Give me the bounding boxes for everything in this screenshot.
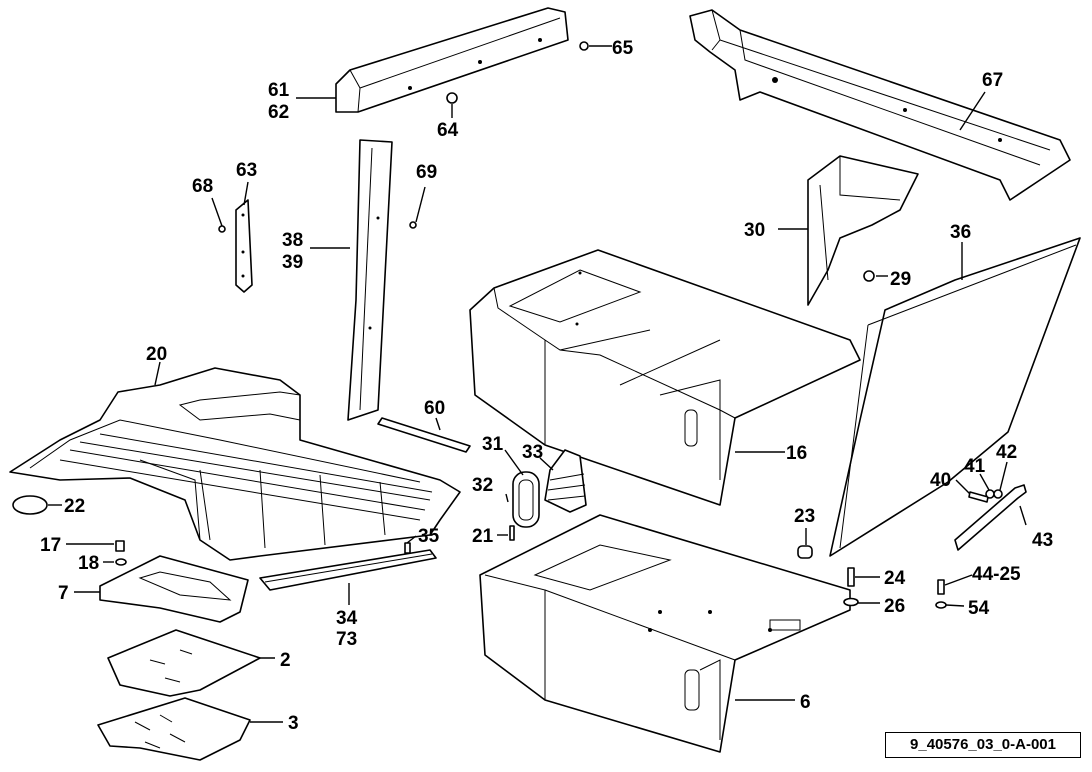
part-17-screw <box>115 540 125 552</box>
label-43: 43 <box>1032 530 1053 551</box>
part-33-boot <box>544 449 587 513</box>
part-54-washer <box>935 601 947 609</box>
part-18-washer <box>115 558 127 566</box>
part-labels: 61 62 65 64 67 68 63 69 38 39 30 29 36 2… <box>40 38 1053 734</box>
label-26: 26 <box>884 596 905 617</box>
label-23: 23 <box>794 506 815 527</box>
label-61: 61 <box>268 80 290 101</box>
part-30-bracket <box>807 155 919 306</box>
part-32-pin <box>505 493 509 503</box>
part-42-nut <box>993 489 1003 499</box>
part-3-pad <box>97 697 251 761</box>
part-41-nut <box>985 489 995 499</box>
label-18: 18 <box>78 553 99 574</box>
label-30: 30 <box>744 220 765 241</box>
label-21: 21 <box>472 526 494 547</box>
part-38-39-vertical-panel <box>347 139 393 421</box>
label-62: 62 <box>268 102 289 123</box>
label-3: 3 <box>288 713 299 734</box>
label-68: 68 <box>192 176 213 197</box>
label-65: 65 <box>612 38 634 59</box>
part-7-plate <box>99 555 249 623</box>
part-21-pin <box>509 525 515 541</box>
part-60-rod <box>377 417 471 453</box>
part-61-62-bracket <box>335 7 569 113</box>
label-2: 2 <box>280 650 291 671</box>
drawing-id-box: 9_40576_03_0-A-001 <box>885 732 1081 758</box>
label-29: 29 <box>890 269 911 290</box>
part-44-25-screw <box>937 579 945 595</box>
label-73: 73 <box>336 629 357 650</box>
label-16: 16 <box>786 443 807 464</box>
part-6-lower-tub <box>479 514 851 753</box>
label-33: 33 <box>522 442 543 463</box>
label-34: 34 <box>336 608 358 629</box>
part-64-screw <box>446 92 458 104</box>
label-35: 35 <box>418 526 440 547</box>
label-17: 17 <box>40 535 61 556</box>
label-41: 41 <box>964 456 986 477</box>
label-22: 22 <box>64 496 85 517</box>
label-38: 38 <box>282 230 303 251</box>
label-36: 36 <box>950 222 971 243</box>
label-40: 40 <box>930 470 951 491</box>
label-64: 64 <box>437 120 459 141</box>
label-54: 54 <box>968 598 990 619</box>
part-63-plate <box>235 199 253 293</box>
label-42: 42 <box>996 442 1017 463</box>
label-39: 39 <box>282 252 303 273</box>
part-34-73-strip <box>259 549 437 591</box>
part-31-ring <box>512 471 540 528</box>
part-69-screw <box>409 221 417 229</box>
label-7: 7 <box>58 583 69 604</box>
part-23-bumper <box>797 545 813 559</box>
part-40-screw <box>968 491 989 503</box>
part-68-screw <box>218 225 226 233</box>
label-20: 20 <box>146 344 167 365</box>
part-29-plug <box>863 270 875 282</box>
label-24: 24 <box>884 568 906 589</box>
part-43-bracket <box>954 484 1027 551</box>
part-24-screw <box>847 567 855 587</box>
label-60: 60 <box>424 398 445 419</box>
leader-lines <box>48 45 1027 723</box>
label-32: 32 <box>472 475 493 496</box>
label-63: 63 <box>236 160 257 181</box>
label-67: 67 <box>982 70 1003 91</box>
part-20-floor-mat <box>9 367 461 561</box>
part-26-washer <box>843 597 859 607</box>
part-16-upper-tub <box>469 249 861 506</box>
part-65-screw <box>579 41 589 51</box>
part-67-cross-member <box>689 9 1071 201</box>
label-6: 6 <box>800 692 811 713</box>
part-22-cap <box>12 495 48 515</box>
label-31: 31 <box>482 434 504 455</box>
part-36-side-panel <box>829 237 1081 557</box>
mat-grid-pattern <box>59 433 433 549</box>
label-69: 69 <box>416 162 437 183</box>
part-35-screw <box>404 542 411 554</box>
part-2-pad <box>107 629 261 697</box>
label-44-25: 44-25 <box>972 564 1021 585</box>
